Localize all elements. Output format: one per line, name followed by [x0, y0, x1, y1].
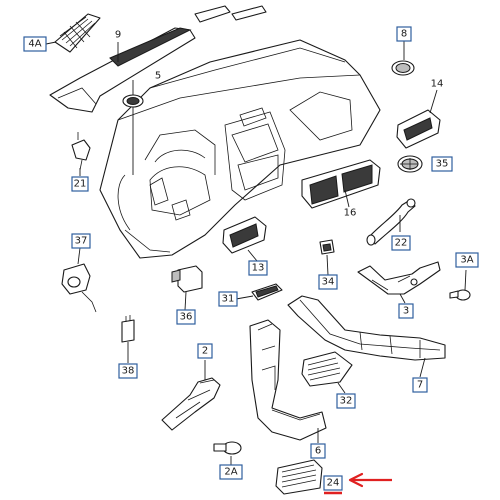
highlight-arrow-icon — [348, 472, 392, 488]
callout-36-box — [176, 309, 196, 325]
callout-22[interactable]: 22 — [391, 235, 411, 251]
callout-9-label: 9 — [115, 30, 121, 41]
part-16-center-vent — [301, 159, 381, 209]
callout-6-box — [310, 443, 326, 459]
callout-13[interactable]: 13 — [248, 260, 268, 276]
callout-6-label: 6 — [315, 446, 321, 457]
part-38-connector — [121, 315, 135, 343]
callout-37-box — [71, 233, 91, 249]
part-34-clip — [319, 239, 335, 255]
callout-3a-box — [455, 252, 479, 268]
callout-7-box — [412, 377, 428, 393]
callout-34-label: 34 — [322, 277, 335, 288]
callout-5[interactable]: 5 — [155, 71, 161, 82]
callout-2[interactable]: 2 — [197, 343, 213, 359]
callout-7[interactable]: 7 — [412, 377, 428, 393]
callout-8-label: 8 — [401, 29, 407, 40]
part-3a-screw — [449, 289, 471, 301]
callout-3a-label: 3A — [460, 255, 473, 266]
part-2a-screw — [213, 441, 242, 455]
callout-35[interactable]: 35 — [431, 156, 453, 172]
callout-7-label: 7 — [417, 380, 423, 391]
part-37-sensor — [61, 263, 97, 313]
callout-32[interactable]: 32 — [336, 393, 356, 409]
callout-22-box — [391, 235, 411, 251]
part-31-vent-strip — [251, 283, 283, 301]
callout-16-label: 16 — [344, 208, 357, 219]
callout-24[interactable]: 24 — [323, 475, 343, 495]
callout-21-label: 21 — [74, 179, 87, 190]
callout-16[interactable]: 16 — [344, 208, 357, 219]
part-3-bracket — [357, 261, 441, 295]
callout-2-box — [197, 343, 213, 359]
part-21-clip — [71, 132, 91, 171]
callout-32-label: 32 — [340, 396, 353, 407]
callout-8-box — [396, 26, 412, 42]
callout-38-box — [118, 363, 138, 379]
part-9-pillar-trim — [49, 27, 196, 113]
part-35-round-vent — [397, 155, 423, 173]
callout-35-label: 35 — [436, 159, 449, 170]
part-13-left-vent — [222, 216, 267, 254]
callout-24-box — [323, 475, 343, 491]
callout-22-label: 22 — [395, 238, 408, 249]
part-32-vent-grille — [301, 351, 353, 387]
callout-14-label: 14 — [431, 79, 444, 90]
callout-3a[interactable]: 3A — [455, 252, 479, 268]
callout-2a-label: 2A — [224, 467, 237, 478]
callout-34[interactable]: 34 — [318, 274, 338, 290]
callout-37[interactable]: 37 — [71, 233, 91, 249]
part-14-right-vent — [396, 109, 441, 149]
part-fragment-top-right — [231, 5, 267, 21]
callout-9[interactable]: 9 — [112, 28, 124, 42]
callout-13-label: 13 — [252, 263, 265, 274]
callout-38[interactable]: 38 — [118, 363, 138, 379]
callout-3-box — [398, 303, 414, 319]
callout-34-box — [318, 274, 338, 290]
part-2-side-duct — [161, 377, 221, 431]
callout-38-label: 38 — [122, 366, 135, 377]
callout-35-box — [431, 156, 453, 172]
callout-4a-label: 4A — [28, 39, 41, 50]
callout-31[interactable]: 31 — [218, 291, 238, 307]
callout-8[interactable]: 8 — [396, 26, 412, 42]
callout-4a-box — [23, 36, 47, 52]
callout-3[interactable]: 3 — [398, 303, 414, 319]
callout-36-label: 36 — [180, 312, 193, 323]
callout-21-box — [71, 176, 89, 192]
part-4a-grille — [54, 13, 101, 53]
part-fragment-top-center — [194, 5, 231, 23]
part-5-speaker — [122, 94, 144, 108]
callout-14[interactable]: 14 — [431, 79, 444, 90]
leader-lines — [45, 41, 467, 465]
callout-24-label: 24 — [327, 478, 340, 489]
callout-37-label: 37 — [75, 236, 88, 247]
part-dashboard-panel — [99, 39, 381, 259]
part-22-air-duct-hose — [366, 198, 416, 246]
part-6-vertical-duct — [249, 319, 327, 441]
callout-3-label: 3 — [403, 306, 409, 317]
part-24-vent — [275, 459, 323, 495]
callout-2-label: 2 — [202, 346, 208, 357]
callout-31-label: 31 — [222, 294, 235, 305]
callout-2a[interactable]: 2A — [219, 464, 243, 480]
part-36-module — [171, 265, 203, 293]
callout-21[interactable]: 21 — [71, 176, 89, 192]
part-7-floor-duct — [287, 295, 446, 361]
callout-13-box — [248, 260, 268, 276]
callout-5-label: 5 — [155, 71, 161, 82]
callout-6[interactable]: 6 — [310, 443, 326, 459]
callout-36[interactable]: 36 — [176, 309, 196, 325]
callout-31-box — [218, 291, 238, 307]
callout-32-box — [336, 393, 356, 409]
callout-2a-box — [219, 464, 243, 480]
callout-4a[interactable]: 4A — [23, 36, 47, 52]
part-8-cap — [391, 60, 415, 76]
